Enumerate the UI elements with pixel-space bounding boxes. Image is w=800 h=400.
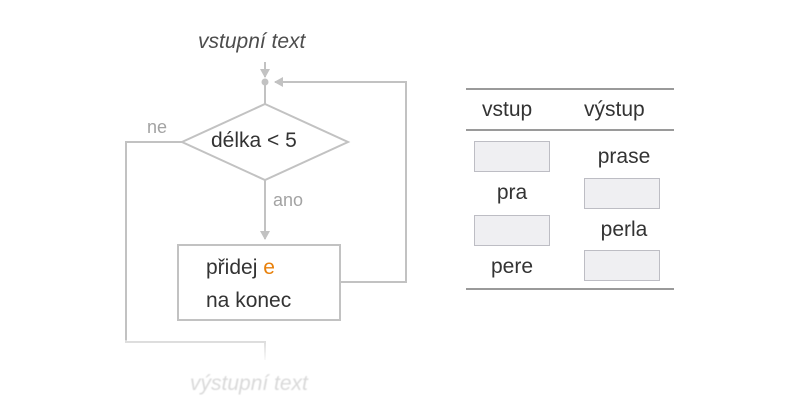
no-branch-line [125, 141, 182, 340]
table-top-rule [466, 88, 674, 90]
branch-no-label: ne [147, 117, 168, 137]
header-output: výstup [584, 98, 645, 121]
input-blank-3[interactable] [474, 215, 550, 246]
table-header-rule [466, 129, 674, 131]
action-text-line2: na konec [206, 289, 292, 312]
input-blank-1[interactable] [474, 141, 550, 172]
table-bottom-rule [466, 288, 674, 290]
output-blank-2[interactable] [584, 178, 660, 209]
branch-yes-label: ano [273, 190, 304, 210]
condition-text: délka < 5 [211, 129, 297, 152]
action-prefix: přidej [206, 256, 264, 279]
input-label: vstupní text [198, 30, 306, 53]
output-cell-3: perla [600, 218, 648, 241]
output-cell-1: prase [597, 145, 651, 168]
output-blank-4[interactable] [584, 250, 660, 281]
input-cell-4: pere [490, 255, 534, 278]
loop-back-line [274, 77, 407, 283]
output-label: výstupní text [190, 372, 308, 395]
io-table: vstup výstup prase pra perla pere [466, 88, 674, 290]
action-box [177, 244, 341, 321]
no-branch-fade-line [125, 340, 266, 360]
action-highlight: e [263, 256, 275, 279]
header-input: vstup [482, 98, 533, 121]
input-cell-2: pra [496, 181, 528, 204]
action-text-line1: přidej e [206, 256, 275, 280]
